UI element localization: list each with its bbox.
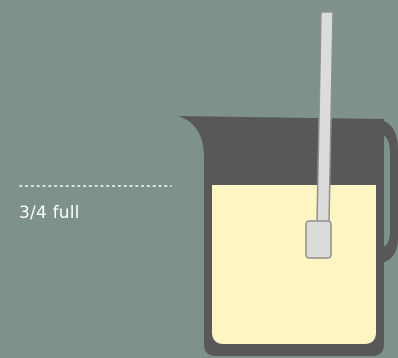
fill-level-label: 3/4 full [19,203,80,223]
liquid [212,185,376,344]
